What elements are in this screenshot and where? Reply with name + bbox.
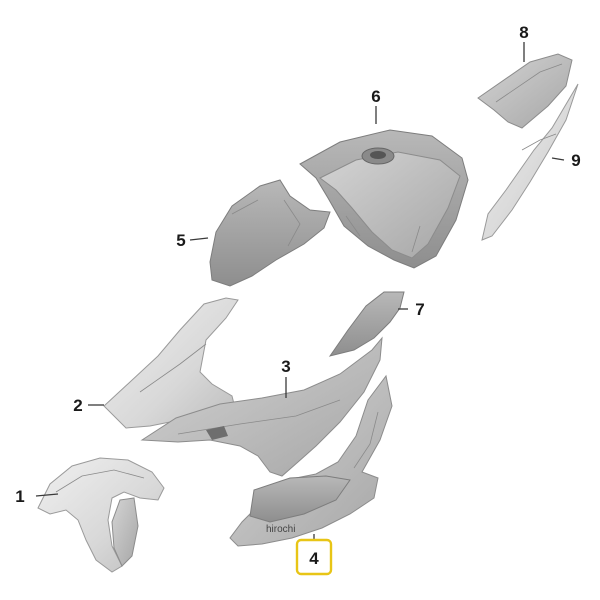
part-3-lower-fairing (140, 336, 383, 477)
part-6-fuel-tank (299, 129, 469, 269)
part-8-seat-cowl (477, 53, 573, 129)
callout-4-highlight-box (295, 538, 333, 576)
callout-3[interactable]: 3 (281, 357, 290, 376)
callout-8[interactable]: 8 (519, 23, 528, 42)
leader-1 (35, 493, 59, 497)
callout-1[interactable]: 1 (15, 487, 24, 506)
part-5-tank-cover (209, 179, 331, 287)
callout-6[interactable]: 6 (371, 87, 380, 106)
callout-2[interactable]: 2 (73, 396, 82, 415)
callout-7[interactable]: 7 (415, 300, 424, 319)
watermark-text: hirochi (266, 524, 295, 535)
part-9-tail-panel (481, 83, 579, 241)
part-4-belly-pan (229, 374, 393, 547)
callout-5[interactable]: 5 (176, 231, 185, 250)
callout-9[interactable]: 9 (571, 151, 580, 170)
leader-9 (551, 157, 565, 161)
callout-4[interactable]: 4 (309, 549, 319, 568)
part-7-inner-trim (328, 291, 405, 357)
part-1-front-fender (37, 457, 165, 573)
leader-5 (189, 237, 209, 241)
